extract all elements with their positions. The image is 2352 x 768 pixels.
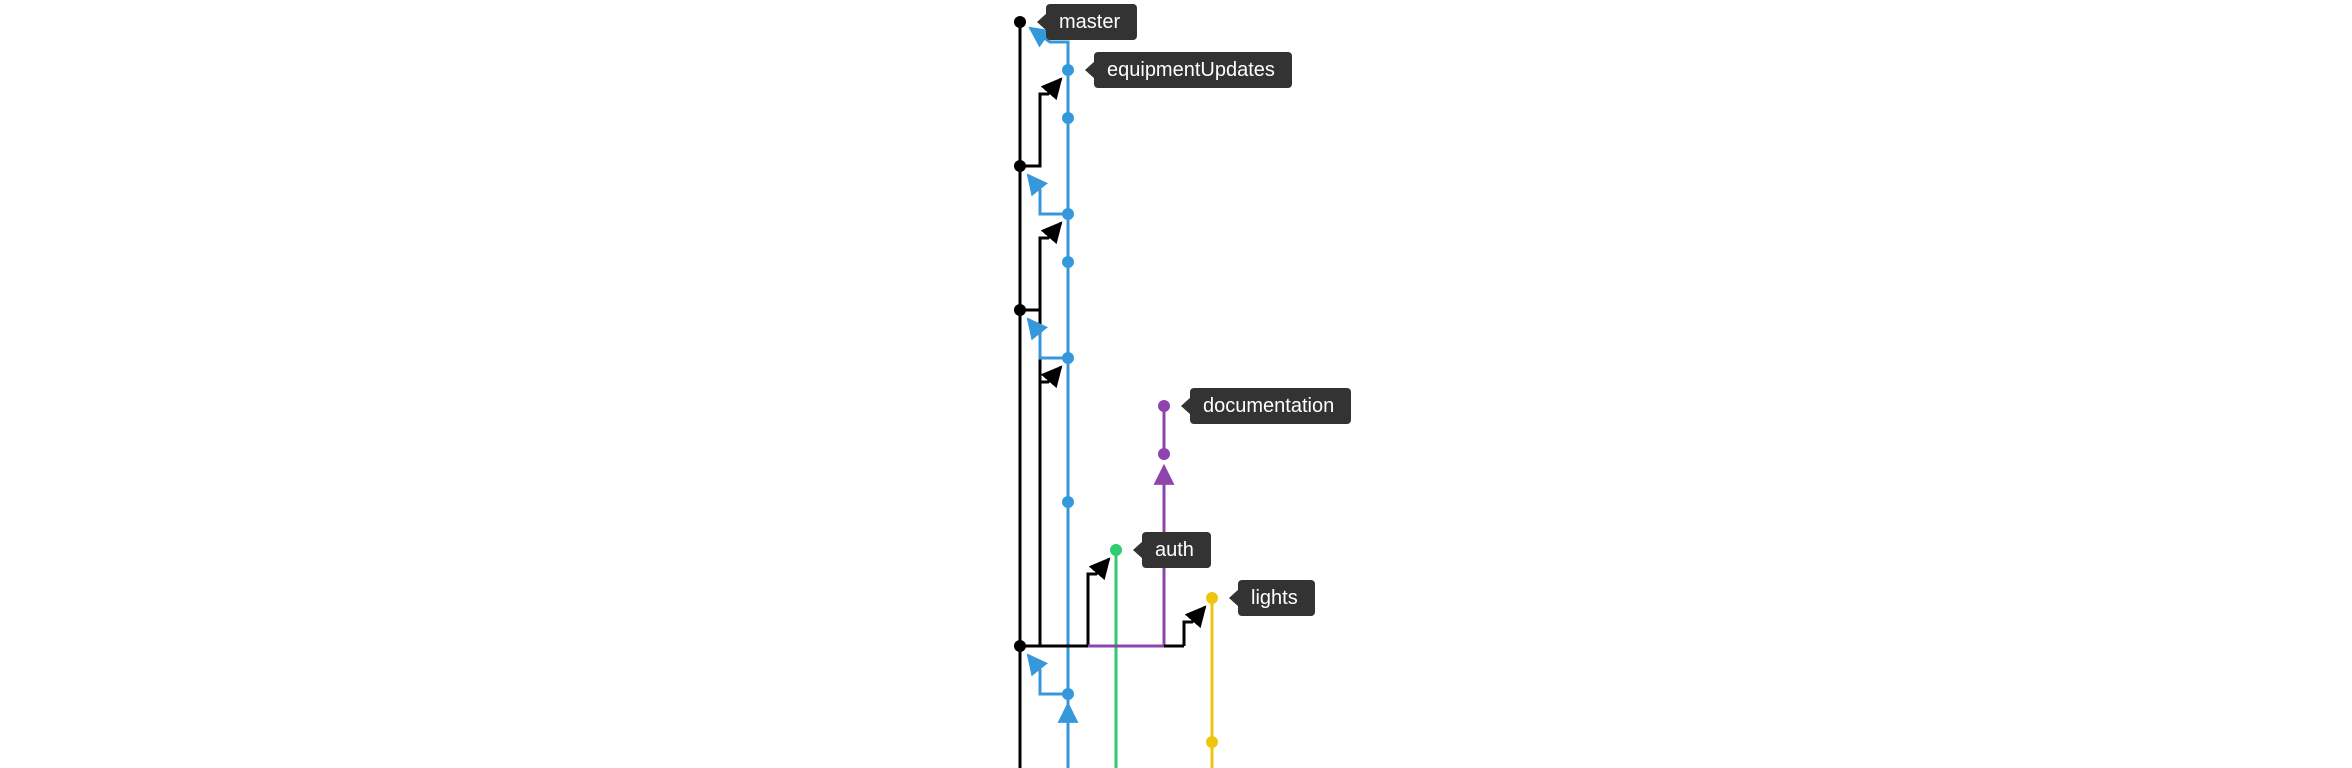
branch-tag-equipment-updates[interactable]: equipmentUpdates (1085, 52, 1292, 88)
fork-connector-auth (1086, 557, 1111, 646)
commit-dot-equipment-updates[interactable] (1062, 688, 1074, 700)
commit-dot-documentation[interactable] (1158, 448, 1170, 460)
merge-connector (1028, 26, 1070, 70)
fork-connector (1020, 77, 1063, 168)
commit-dot-master[interactable] (1014, 640, 1026, 652)
fork-connector (1038, 365, 1063, 646)
branch-tag-lights[interactable]: lights (1229, 580, 1315, 616)
commit-dot-equipment-updates[interactable] (1062, 208, 1074, 220)
commit-dot-lights[interactable] (1206, 736, 1218, 748)
fork-connector (1020, 221, 1063, 312)
branch-tag-master[interactable]: master (1036, 4, 1138, 40)
commit-dot-equipment-updates[interactable] (1062, 112, 1074, 124)
merge-connector (1026, 653, 1068, 696)
commit-dot-equipment-updates[interactable] (1062, 64, 1074, 76)
merge-connector (1026, 317, 1068, 360)
commit-dot-equipment-updates[interactable] (1062, 496, 1074, 508)
commit-dot-master[interactable] (1014, 16, 1026, 28)
commit-dot-master[interactable] (1014, 304, 1026, 316)
commit-dot-master[interactable] (1014, 160, 1026, 172)
branch-tag-auth[interactable]: auth (1133, 532, 1211, 568)
commit-dot-equipment-updates[interactable] (1062, 352, 1074, 364)
fork-connector-lights (1182, 605, 1207, 646)
commit-dot-auth[interactable] (1110, 544, 1122, 556)
commit-dot-documentation[interactable] (1158, 400, 1170, 412)
merge-connector (1026, 173, 1068, 216)
branch-tag-documentation[interactable]: documentation (1180, 388, 1352, 424)
commit-dot-lights[interactable] (1206, 592, 1218, 604)
commit-dot-equipment-updates[interactable] (1062, 256, 1074, 268)
